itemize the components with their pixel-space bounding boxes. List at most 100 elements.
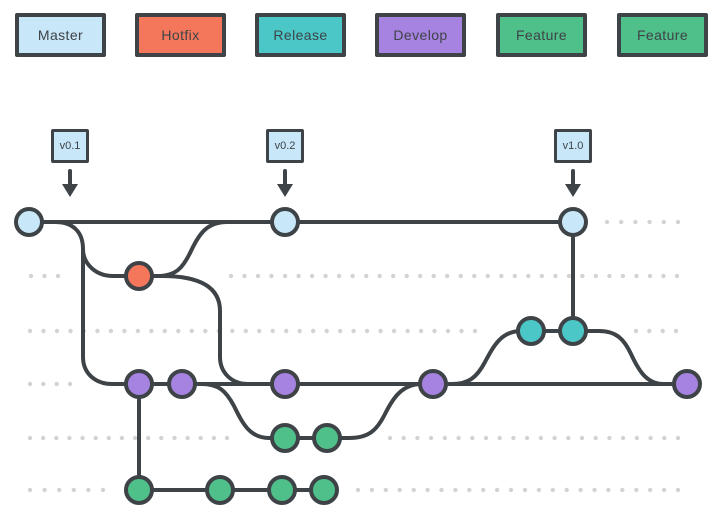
lane-dot-feature-1: [442, 435, 448, 441]
edge-develop-to-feature1: [180, 382, 287, 440]
lane-dot-feature-2: [71, 487, 77, 493]
lane-dot-feature-2: [355, 487, 361, 493]
lane-dot-hotfix: [55, 273, 61, 279]
lane-dot-feature-1: [456, 435, 461, 441]
lane-dot-feature-1: [634, 435, 640, 441]
legend-develop: Develop: [375, 13, 466, 57]
commit-node-feature-2: [309, 475, 339, 505]
lane-dot-feature-1: [54, 435, 59, 441]
lane-dot-hotfix: [526, 273, 531, 279]
lane-dot-release: [54, 328, 60, 334]
lane-dot-hotfix: [269, 273, 274, 279]
lane-dot-release: [243, 328, 248, 334]
lane-dot-release: [189, 328, 194, 334]
lane-dot-hotfix: [620, 273, 626, 279]
lane-dot-develop: [27, 381, 33, 387]
lane-dot-feature-1: [675, 435, 681, 441]
lane-dot-hotfix: [593, 273, 599, 279]
lane-dot-feature-1: [662, 435, 667, 441]
lane-dot-feature-1: [224, 435, 230, 441]
edge-master-to-develop: [53, 220, 141, 386]
lane-dot-feature-1: [428, 435, 434, 441]
lane-dot-feature-1: [198, 435, 203, 441]
lane-dot-release: [257, 328, 262, 334]
lane-dot-release: [432, 328, 437, 334]
lane-dot-hotfix: [634, 273, 639, 279]
lane-dot-hotfix: [418, 273, 423, 279]
lane-dot-feature-2: [453, 487, 458, 493]
lane-dot-feature-2: [550, 487, 555, 493]
lane-dot-release: [95, 328, 100, 334]
lane-dot-feature-1: [401, 435, 406, 441]
lane-dot-release: [176, 328, 181, 334]
lane-dot-hotfix: [445, 273, 450, 279]
lane-dot-release: [418, 328, 424, 334]
lane-dot-develop: [41, 381, 46, 387]
lane-dot-master: [661, 219, 666, 225]
lane-dot-feature-1: [552, 435, 557, 441]
commit-node-master: [14, 207, 44, 237]
lane-dot-release: [405, 328, 410, 334]
lane-dot-feature-2: [634, 487, 639, 493]
lane-dot-hotfix: [42, 273, 47, 279]
lane-dot-release: [673, 328, 679, 334]
commit-node-develop: [124, 369, 154, 399]
lane-dot-feature-2: [494, 487, 500, 493]
lane-dot-feature-2: [536, 487, 542, 493]
commit-node-feature-1: [270, 423, 300, 453]
lane-dot-develop: [67, 381, 73, 387]
lane-dot-hotfix: [458, 273, 463, 279]
lane-dot-hotfix: [499, 273, 504, 279]
legend-release: Release: [255, 13, 346, 57]
lane-dot-release: [135, 328, 141, 334]
lane-dot-feature-1: [607, 435, 612, 441]
legend-feature-2: Feature: [617, 13, 708, 57]
lane-dot-feature-2: [661, 487, 667, 493]
lane-dot-hotfix: [485, 273, 490, 279]
lane-dot-feature-2: [57, 487, 62, 493]
edge-branch-to-hotfix: [81, 247, 141, 278]
lane-dot-feature-2: [411, 487, 416, 493]
lane-dot-release: [311, 328, 316, 334]
lane-dot-feature-1: [524, 435, 530, 441]
lane-dot-feature-2: [439, 487, 444, 493]
lane-dot-hotfix: [350, 273, 355, 279]
lane-dot-release: [459, 328, 464, 334]
lane-dot-hotfix: [377, 273, 382, 279]
lane-dot-feature-1: [648, 435, 653, 441]
edge-develop-to-release: [431, 329, 533, 386]
lane-dot-feature-2: [369, 487, 375, 493]
lane-dot-hotfix: [28, 273, 34, 279]
lane-dot-feature-2: [100, 487, 106, 493]
lane-dot-feature-1: [172, 435, 177, 441]
commit-node-develop: [270, 369, 300, 399]
lane-dot-feature-2: [606, 487, 611, 493]
lane-dot-release: [230, 328, 235, 334]
lane-dot-release: [203, 328, 208, 334]
lane-dot-feature-1: [497, 435, 502, 441]
lane-dot-feature-1: [483, 435, 489, 441]
lane-dot-master: [647, 219, 652, 225]
lane-dot-feature-1: [470, 435, 475, 441]
lane-dot-hotfix: [242, 273, 247, 279]
lane-dot-release: [149, 328, 154, 334]
lane-dot-feature-1: [40, 435, 46, 441]
lane-dot-feature-1: [593, 435, 598, 441]
edge-feature1-merge-develop: [325, 382, 424, 440]
lane-dot-master: [633, 219, 638, 225]
lane-dot-release: [68, 328, 73, 334]
lane-dot-master: [604, 219, 610, 225]
lane-dot-feature-2: [675, 487, 681, 493]
lane-dot-feature-2: [522, 487, 528, 493]
lane-dot-hotfix: [323, 273, 328, 279]
lane-dot-feature-1: [566, 435, 571, 441]
lane-dot-feature-2: [481, 487, 486, 493]
lane-dot-release: [351, 328, 356, 334]
lane-dot-hotfix: [404, 273, 409, 279]
lane-dot-hotfix: [566, 273, 572, 279]
edge-hotfix-to-develop: [137, 274, 250, 386]
legend-hotfix: Hotfix: [135, 13, 226, 57]
lane-dot-feature-1: [80, 435, 85, 441]
lane-dot-feature-1: [579, 435, 585, 441]
